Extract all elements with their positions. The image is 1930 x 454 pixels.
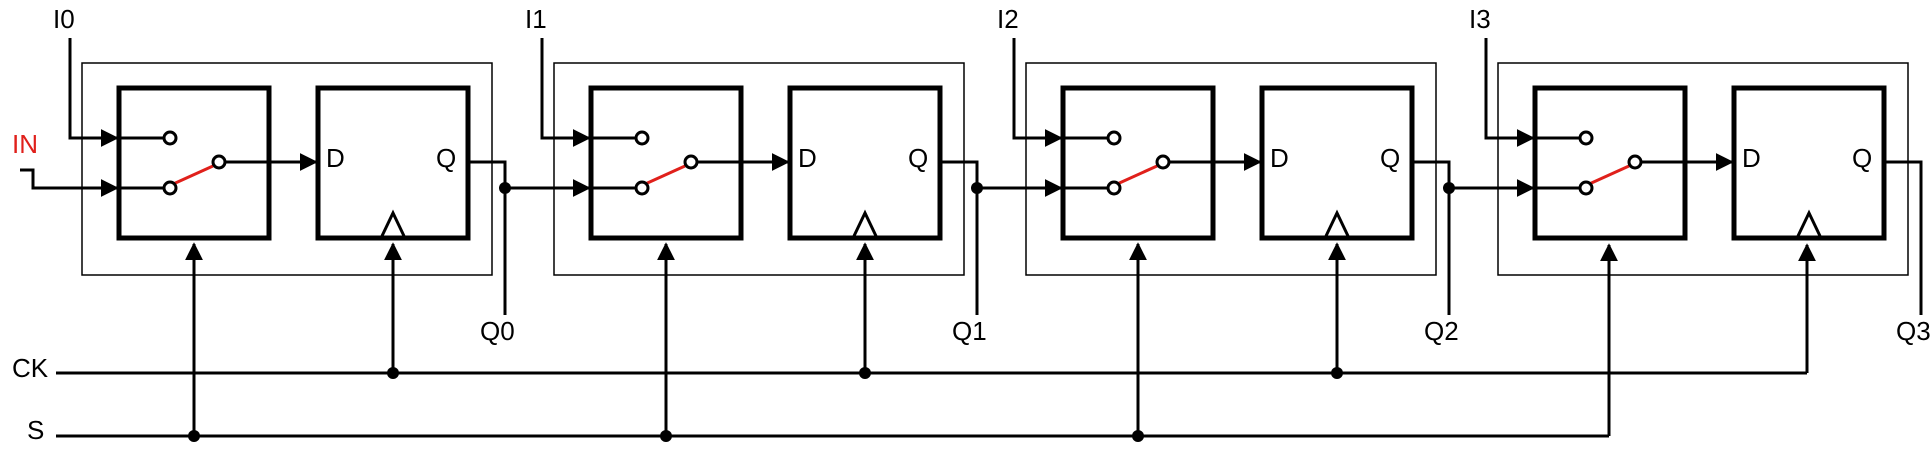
parallel-input-label: I0 bbox=[53, 4, 75, 34]
parallel-input-wire bbox=[1484, 38, 1535, 147]
chain-junction bbox=[1443, 182, 1455, 194]
q-output-wire bbox=[1412, 160, 1451, 315]
stage-frame bbox=[1025, 62, 1437, 276]
flipflop-q-label: Q bbox=[908, 143, 928, 173]
output-label: Q0 bbox=[480, 316, 515, 346]
switch-contact-bottom bbox=[1578, 180, 1594, 196]
clock-triangle bbox=[1796, 209, 1822, 237]
stage-frame bbox=[553, 62, 965, 276]
q-output-wire bbox=[468, 160, 507, 315]
switch-pivot bbox=[1155, 154, 1171, 170]
switch-pivot bbox=[211, 154, 227, 170]
switch-contact-top bbox=[634, 130, 650, 146]
flipflop-d-label: D bbox=[798, 143, 817, 173]
select-label: S bbox=[27, 415, 44, 445]
switch-contact-bottom bbox=[1106, 180, 1122, 196]
parallel-input-wire bbox=[540, 38, 591, 147]
switch-contact-top bbox=[162, 130, 178, 146]
clock-triangle bbox=[852, 209, 878, 237]
switch-contact-top bbox=[1578, 130, 1594, 146]
flipflop-q-label: Q bbox=[436, 143, 456, 173]
q-output-wire bbox=[1884, 160, 1923, 315]
output-label: Q2 bbox=[1424, 316, 1459, 346]
switch-pivot bbox=[1627, 154, 1643, 170]
output-label: Q3 bbox=[1896, 316, 1930, 346]
switch-blade bbox=[642, 164, 686, 187]
input-wire bbox=[20, 168, 119, 197]
switch-pivot bbox=[683, 154, 699, 170]
clock-triangle bbox=[1324, 209, 1350, 237]
output-label: Q1 bbox=[952, 316, 987, 346]
select-junction bbox=[660, 430, 672, 442]
select-junction bbox=[188, 430, 200, 442]
switch-contact-bottom bbox=[162, 180, 178, 196]
switch-blade bbox=[1586, 164, 1630, 187]
flipflop-d-label: D bbox=[1270, 143, 1289, 173]
switch-contact-top bbox=[1106, 130, 1122, 146]
stage-2: I2D Q Q2 bbox=[997, 4, 1535, 442]
switch-contact-bottom bbox=[634, 180, 650, 196]
flipflop-d-label: D bbox=[1742, 143, 1761, 173]
clock-junction bbox=[387, 367, 399, 379]
parallel-input-wire bbox=[68, 38, 119, 147]
parallel-input-label: I3 bbox=[1469, 4, 1491, 34]
stage-0: I0D Q Q0 bbox=[53, 4, 591, 442]
select-junction bbox=[1132, 430, 1144, 442]
input-label: IN bbox=[12, 129, 38, 159]
clock-junction bbox=[1331, 367, 1343, 379]
flipflop-q-label: Q bbox=[1380, 143, 1400, 173]
parallel-input-label: I1 bbox=[525, 4, 547, 34]
parallel-input-label: I2 bbox=[997, 4, 1019, 34]
stage-frame bbox=[81, 62, 493, 276]
stage-3: I3D Q Q3 bbox=[1469, 4, 1930, 346]
q-output-wire bbox=[940, 160, 979, 315]
stage-frame bbox=[1497, 62, 1909, 276]
parallel-input-wire bbox=[1012, 38, 1063, 147]
clock-triangle bbox=[380, 209, 406, 237]
clock-label: CK bbox=[12, 353, 49, 383]
stage-1: I1D Q Q1 bbox=[525, 4, 1063, 442]
flipflop-d-label: D bbox=[326, 143, 345, 173]
clock-junction bbox=[859, 367, 871, 379]
switch-blade bbox=[1114, 164, 1158, 187]
switch-blade bbox=[170, 164, 214, 187]
flipflop-q-label: Q bbox=[1852, 143, 1872, 173]
chain-junction bbox=[971, 182, 983, 194]
chain-junction bbox=[499, 182, 511, 194]
stages-group: I0D Q Q0 I1D Q Q1 I2D Q Q2 I3D Q Q3 bbox=[53, 4, 1930, 442]
